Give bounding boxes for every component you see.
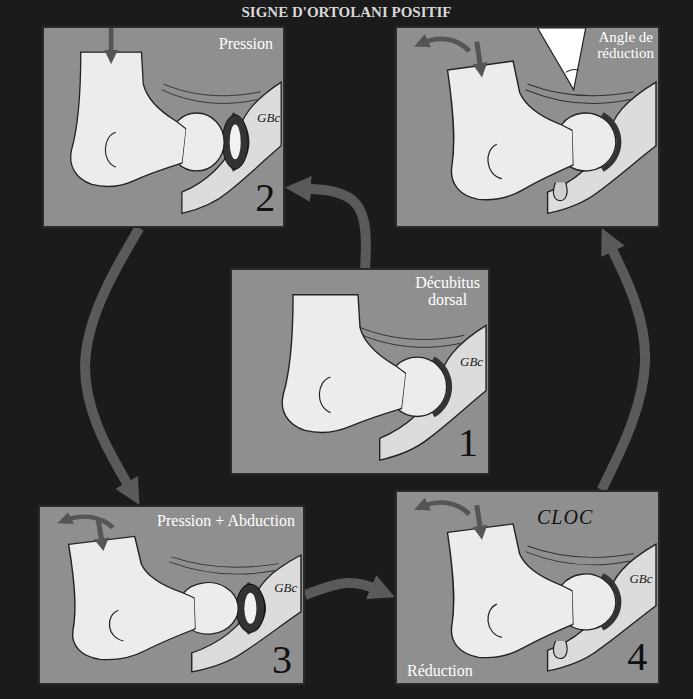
text-slot: CLOC: [537, 506, 593, 528]
femur-contour: [107, 610, 123, 642]
part-label: GBc: [629, 572, 652, 586]
text-slot: 4: [627, 637, 647, 677]
panel-label: Décubitus dorsal: [415, 275, 480, 309]
limbus-everted: [236, 584, 264, 632]
femur-bone: [282, 295, 405, 433]
capsule-line: [358, 333, 460, 347]
text-slot: Pression + Abduction: [157, 512, 295, 530]
femur-neck-cover: [182, 592, 199, 629]
figure-panel: Pression + AbductionGBc 3: [38, 505, 305, 685]
capsule-line: [528, 84, 634, 96]
step-number: 4: [627, 637, 647, 677]
hip-illustration: [40, 507, 303, 683]
text-slot: Pression: [219, 35, 273, 53]
text-slot: 3: [272, 640, 292, 680]
angle-triangle: [538, 28, 586, 90]
femur-contour: [105, 132, 115, 167]
text-slot: 2: [255, 178, 275, 218]
cycle-arrow: [602, 242, 645, 490]
femur-contour: [486, 144, 502, 180]
step-number: 3: [272, 640, 292, 680]
panel-label: Pression: [219, 35, 273, 53]
sound-label: CLOC: [537, 506, 593, 528]
capsule-line: [169, 562, 274, 574]
text-slot: Décubitus dorsal: [415, 275, 480, 309]
abduction-arrow: [421, 39, 469, 51]
panel-label: Réduction: [407, 662, 473, 680]
text-slot: GBc: [257, 111, 280, 125]
femur-neck-cover: [394, 366, 405, 408]
femur-group: [433, 28, 622, 204]
capsule-line: [525, 552, 629, 565]
text-slot: 1: [458, 423, 478, 463]
text-slot: Angle de réduction: [597, 30, 654, 62]
hip-illustration: [397, 492, 658, 683]
capsule-line: [525, 90, 629, 104]
step-number: 1: [458, 423, 478, 463]
panel-label: Angle de réduction: [597, 30, 654, 62]
part-label: GBc: [460, 355, 483, 369]
part-label: GBc: [257, 111, 280, 125]
femur-contour: [319, 377, 330, 413]
cycle-arrow: [301, 188, 366, 268]
text-slot: GBc: [460, 355, 483, 369]
femur-contour: [486, 604, 502, 639]
cycle-arrow: [85, 228, 139, 491]
limbus-inner: [230, 125, 241, 160]
part-label: GBc: [274, 581, 297, 595]
figure-panel: Réduction CLOC GBc 4: [395, 490, 660, 685]
step-number: 2: [255, 178, 275, 218]
femur-neck-cover: [175, 122, 185, 163]
femur-bone: [437, 55, 581, 205]
femur-group: [433, 492, 622, 662]
limbus-inner: [244, 593, 256, 624]
figure-panel: PressionGBc 2: [42, 26, 285, 228]
femur-bone: [58, 531, 203, 664]
capsule-line: [164, 84, 261, 96]
ligament-loop: [553, 183, 567, 201]
capsule-line: [528, 546, 634, 557]
text-slot: GBc: [274, 581, 297, 595]
capsule-line: [162, 90, 258, 104]
femur-neck-cover: [560, 123, 577, 165]
capsule-line: [360, 327, 464, 339]
hip-illustration: [44, 28, 283, 226]
pressure-arrow: [477, 505, 481, 533]
abduction-arrow: [64, 517, 113, 528]
femur-group: [282, 295, 446, 433]
angle-arc: [566, 69, 579, 72]
femur-neck-cover: [560, 584, 577, 624]
text-slot: Réduction: [407, 662, 473, 680]
abduction-arrow: [421, 503, 469, 515]
limbus-everted: [222, 115, 248, 169]
capsule-line: [172, 557, 279, 567]
ligament-loop: [553, 641, 567, 658]
figure-panel: Décubitus dorsalGBc 1: [230, 268, 490, 475]
pressure-arrow: [109, 28, 114, 57]
pressure-arrow: [477, 42, 481, 71]
text-slot: GBc: [629, 572, 652, 586]
femur-group: [71, 28, 225, 186]
femur-bone: [437, 518, 581, 663]
figure-panel: Angle de réduction: [395, 26, 660, 228]
femur-bone: [71, 52, 186, 186]
cycle-arrow: [305, 583, 380, 595]
diagram-title: SIGNE D'ORTOLANI POSITIF: [0, 3, 693, 21]
pressure-arrow: [98, 519, 102, 545]
panel-label: Pression + Abduction: [157, 512, 295, 530]
femur-group: [54, 507, 244, 664]
